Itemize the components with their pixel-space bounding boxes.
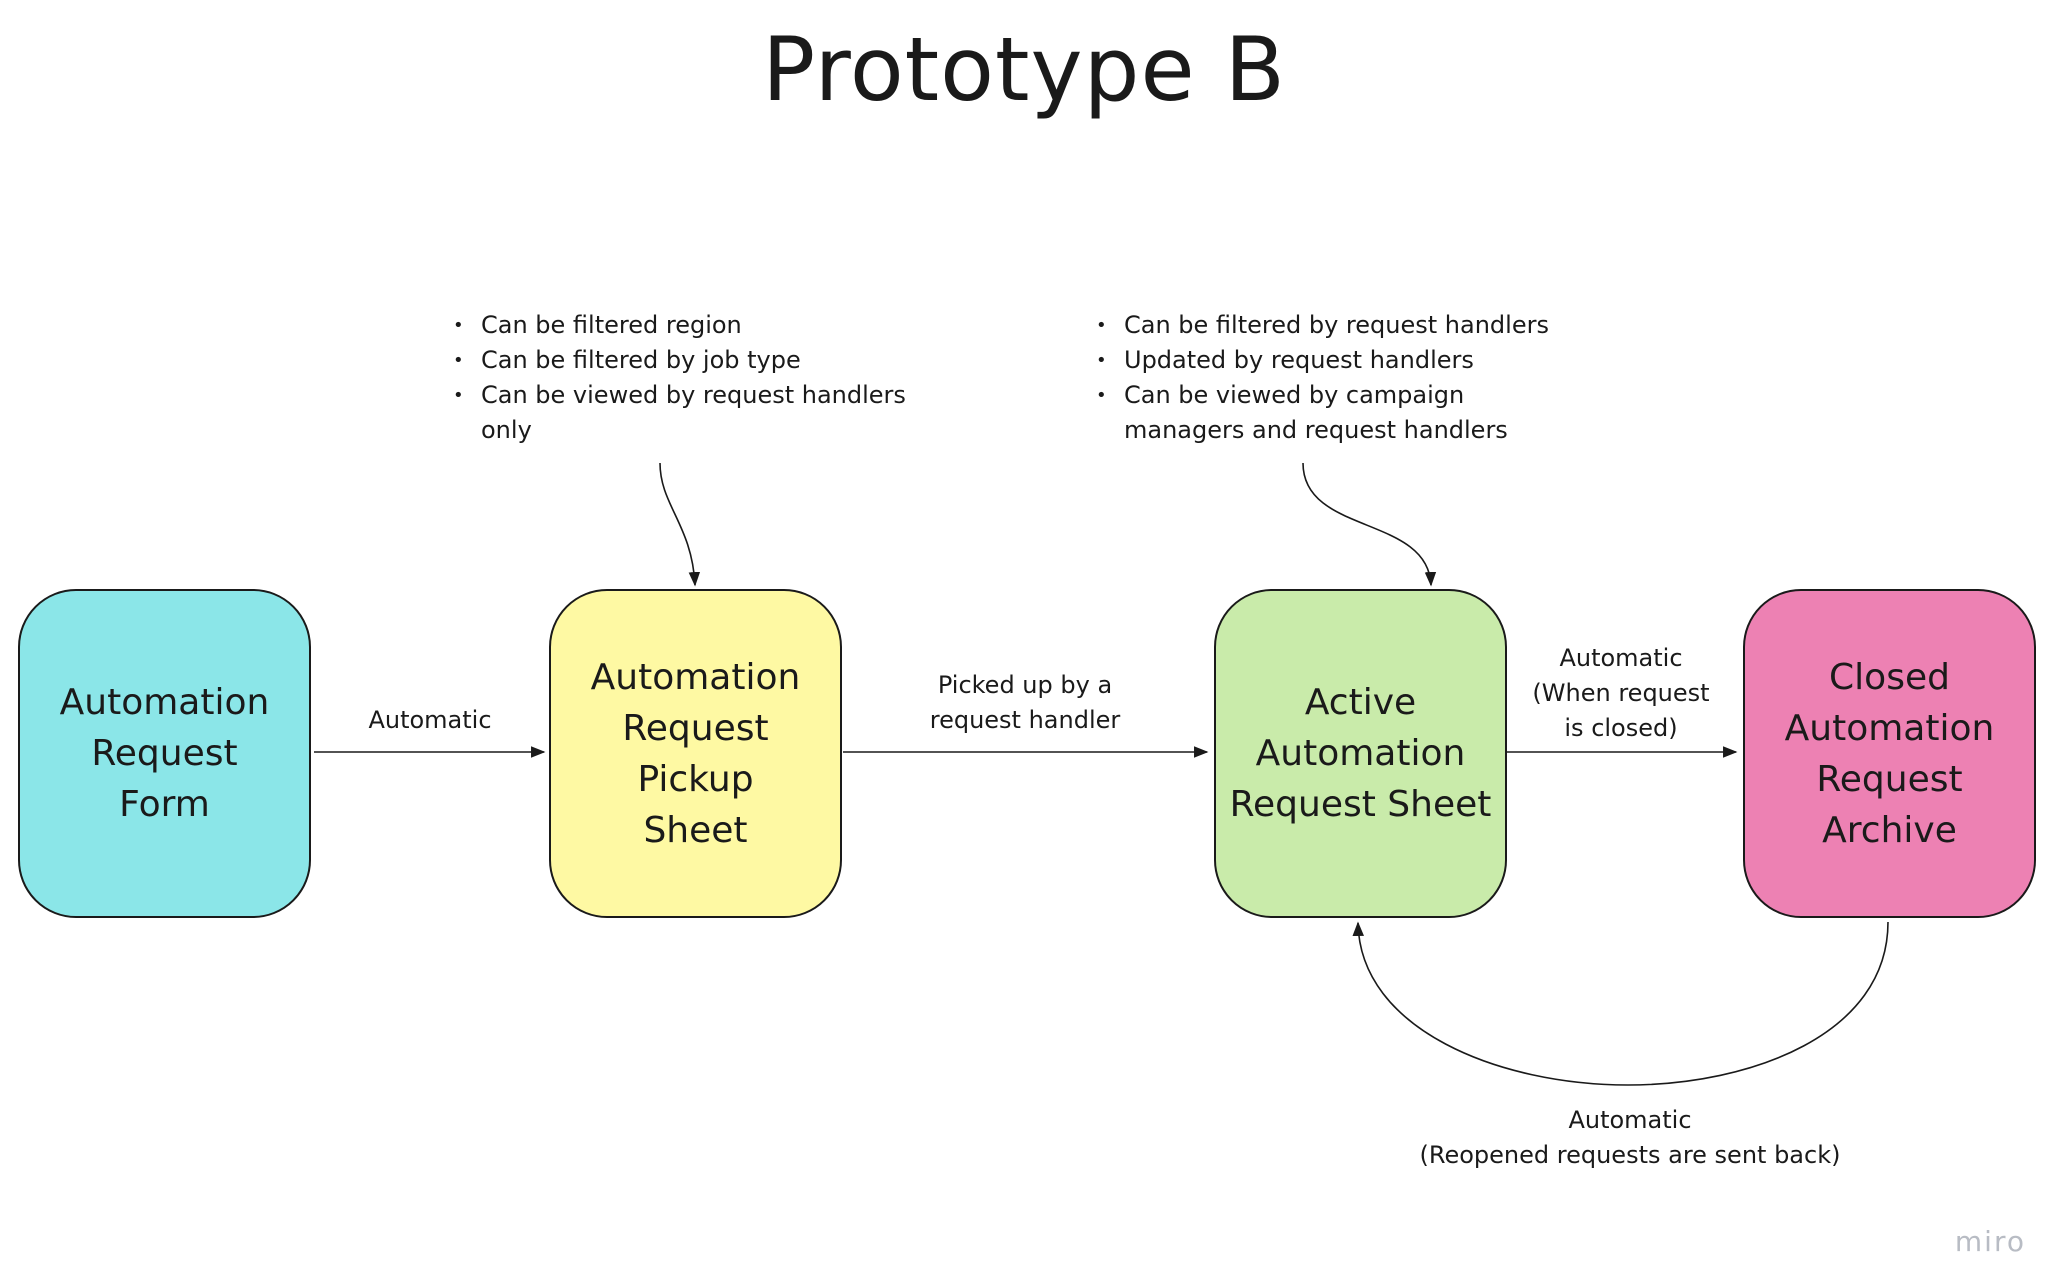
node-label: Closed Automation Request Archive (1784, 656, 1995, 851)
node-label: Automation Request Pickup Sheet (590, 656, 801, 851)
note-arrow-active (1302, 462, 1437, 587)
node-active-automation-request-sheet[interactable]: Active Automation Request Sheet (1214, 589, 1507, 918)
node-closed-automation-request-archive[interactable]: Closed Automation Request Archive (1743, 589, 2036, 918)
edge-label-active-to-archive: Automatic (When request is closed) (1532, 644, 1710, 742)
note-item: Can be viewed by campaign managers and r… (1096, 378, 1644, 448)
edge-archive-to-active (1352, 921, 1889, 1086)
edge-label-form-to-pickup: Automatic (368, 706, 492, 734)
note-item: Can be viewed by request handlers only (453, 378, 961, 448)
node-automation-request-pickup-sheet[interactable]: Automation Request Pickup Sheet (549, 589, 842, 918)
note-arrow-pickup (659, 462, 701, 587)
diagram-title: Prototype B (762, 18, 1286, 121)
node-automation-request-form[interactable]: Automation Request Form (18, 589, 311, 918)
notes-pickup-sheet: Can be filtered region Can be filtered b… (449, 308, 961, 448)
note-item: Can be filtered by job type (453, 343, 961, 378)
edge-label-archive-to-active: Automatic (Reopened requests are sent ba… (1419, 1106, 1841, 1169)
note-item: Can be filtered region (453, 308, 961, 343)
miro-logo: miro (1954, 1225, 2026, 1258)
note-item: Can be filtered by request handlers (1096, 308, 1644, 343)
node-label: Active Automation Request Sheet (1229, 682, 1492, 825)
note-item: Updated by request handlers (1096, 343, 1644, 378)
edge-label-pickup-to-active: Picked up by a request handler (929, 671, 1121, 734)
notes-active-sheet: Can be filtered by request handlers Upda… (1092, 308, 1644, 448)
node-label: Automation Request Form (59, 682, 270, 825)
